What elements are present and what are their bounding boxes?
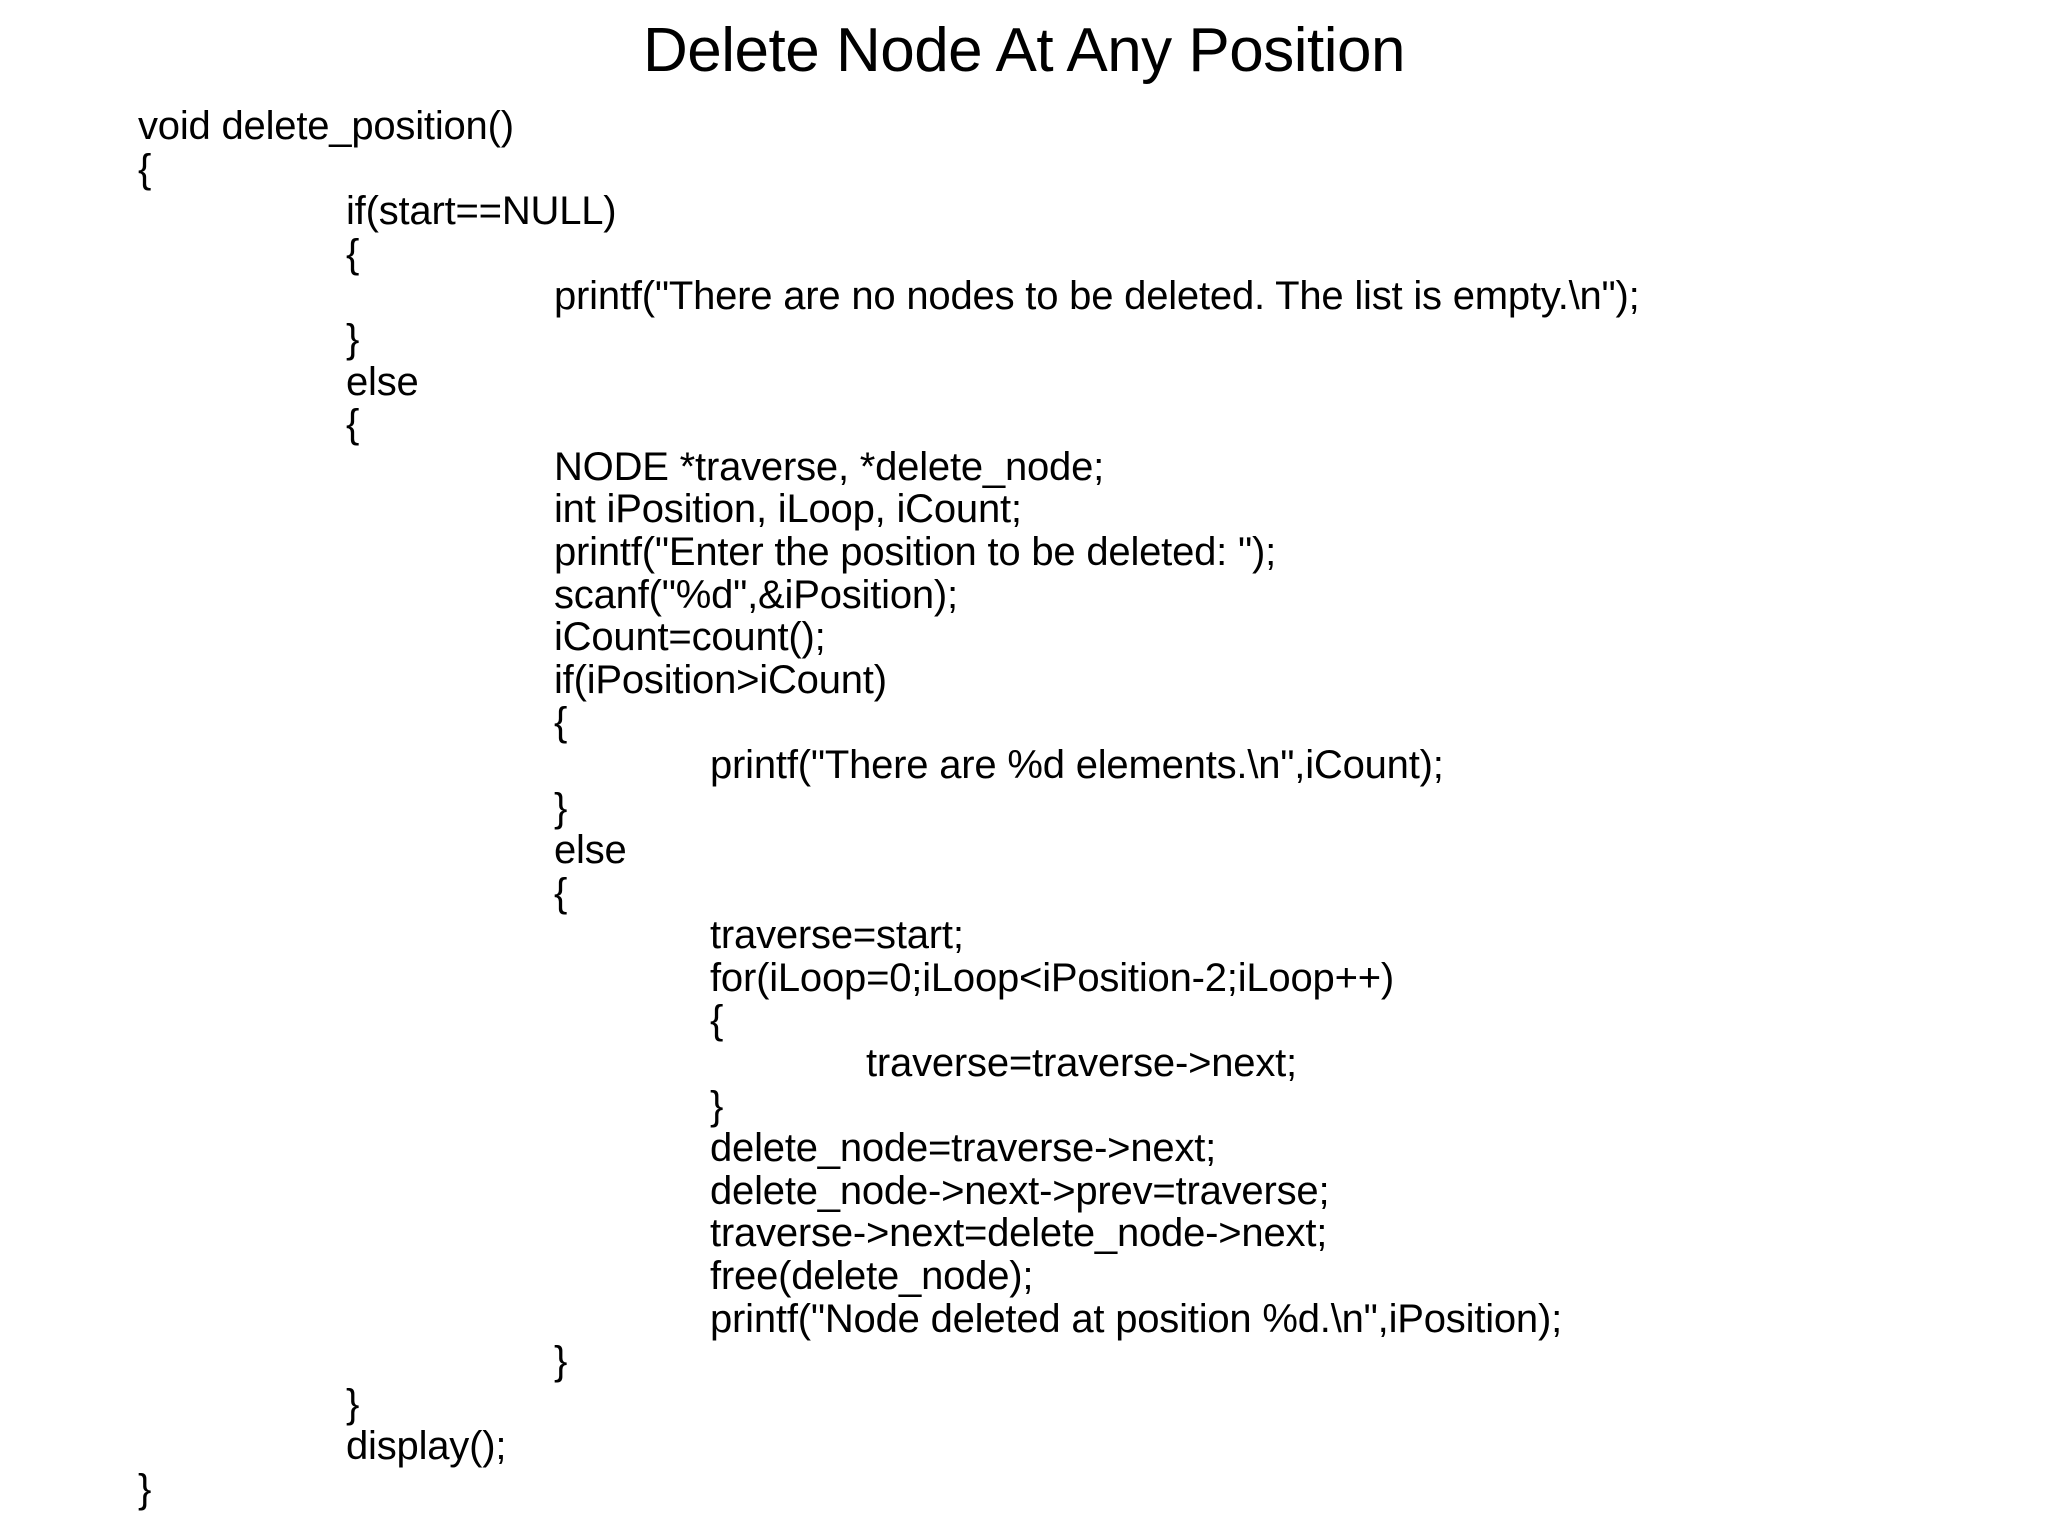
code-line: }	[138, 1467, 152, 1511]
code-line: for(iLoop=0;iLoop<iPosition-2;iLoop++)	[710, 955, 1395, 1000]
code-line: NODE *traverse, *delete_node;	[554, 444, 1105, 489]
code-line: {	[346, 402, 360, 447]
code-line: int iPosition, iLoop, iCount;	[554, 487, 1022, 532]
code-line: traverse->next=delete_node->next;	[710, 1211, 1328, 1256]
code-line: display();	[346, 1424, 507, 1469]
code-line: traverse=traverse->next;	[866, 1041, 1297, 1086]
code-line: printf("Enter the position to be deleted…	[554, 529, 1277, 574]
code-line: free(delete_node);	[710, 1254, 1034, 1299]
code-line: printf("Node deleted at position %d.\n",…	[710, 1296, 1563, 1341]
code-line: if(iPosition>iCount)	[554, 657, 887, 702]
code-block: void delete_position(){if(start==NULL){p…	[138, 105, 1998, 1511]
page-title: Delete Node At Any Position	[643, 16, 1405, 85]
code-line: void delete_position()	[138, 104, 514, 148]
code-line: else	[554, 828, 627, 873]
code-line: }	[346, 1381, 360, 1426]
code-line: {	[554, 700, 568, 745]
code-line: else	[346, 359, 419, 404]
code-line: traverse=start;	[710, 913, 964, 958]
code-line: delete_node=traverse->next;	[710, 1126, 1217, 1171]
code-line: {	[138, 146, 152, 191]
code-line: {	[554, 870, 568, 915]
code-line: iCount=count();	[554, 615, 826, 660]
code-line: }	[346, 316, 360, 361]
code-line: if(start==NULL)	[346, 189, 617, 234]
code-line: {	[710, 998, 724, 1043]
code-line: }	[554, 785, 568, 830]
code-line: printf("There are no nodes to be deleted…	[554, 274, 1640, 319]
code-line: scanf("%d",&iPosition);	[554, 572, 958, 617]
code-line: printf("There are %d elements.\n",iCount…	[710, 742, 1444, 787]
code-line: delete_node->next->prev=traverse;	[710, 1168, 1330, 1213]
code-line: {	[346, 231, 360, 276]
code-line: }	[710, 1083, 724, 1128]
code-line: }	[554, 1339, 568, 1384]
